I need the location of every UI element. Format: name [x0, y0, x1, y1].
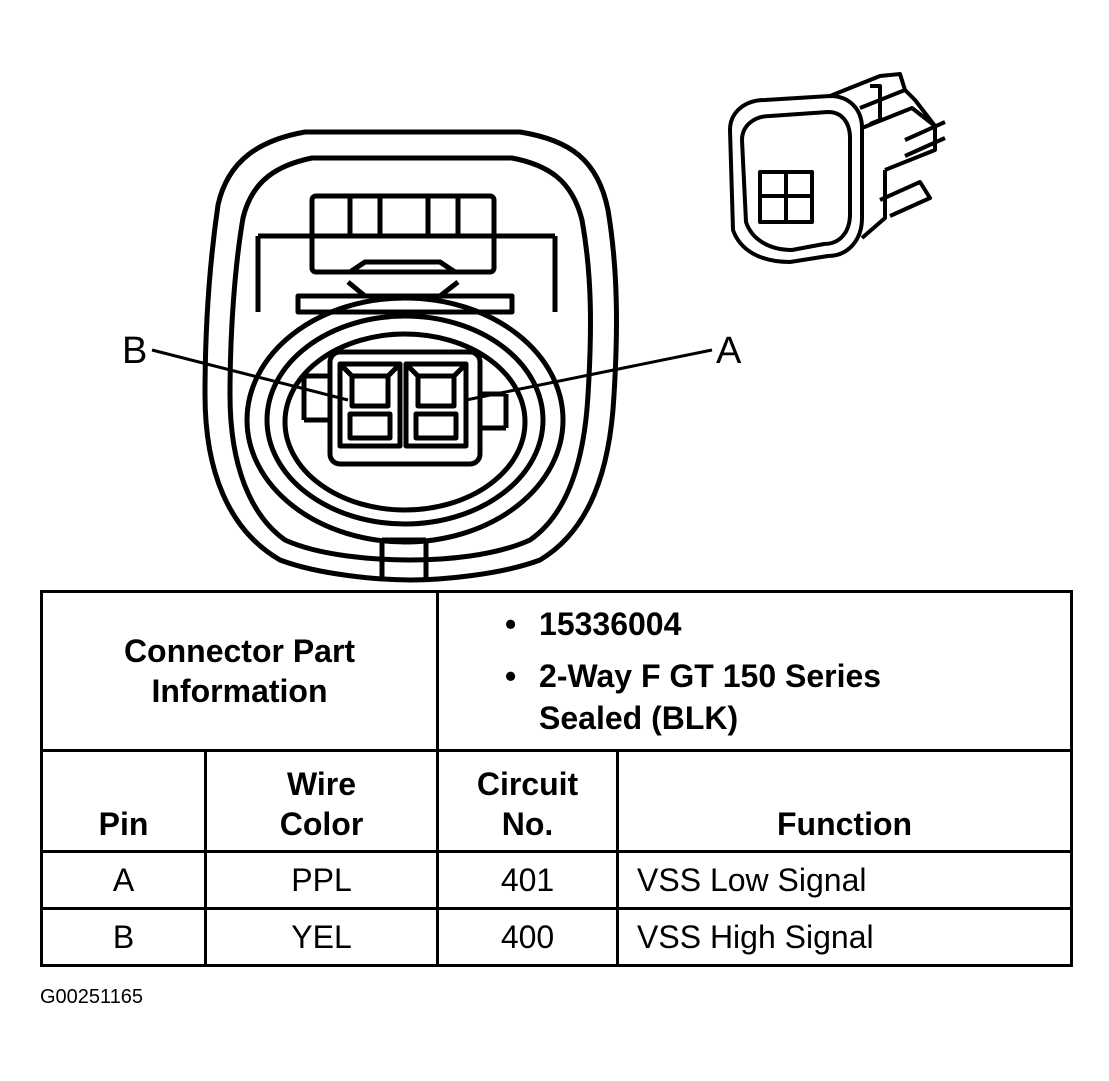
pin-cell: B: [40, 907, 207, 967]
description-line1: 2-Way F GT 150 Series: [539, 658, 882, 694]
pin-header: Pin: [40, 749, 207, 853]
function-header: Function: [616, 749, 1074, 853]
connector-part-details: • 15336004 • 2-Way F GT 150 Series Seale…: [436, 590, 1074, 752]
function-cell: VSS High Signal: [616, 907, 1074, 967]
description-line2: Sealed (BLK): [539, 700, 739, 736]
cavity-housing: [327, 349, 483, 467]
connector-face-diagram: [151, 72, 946, 583]
seal-ring-inner: [264, 313, 546, 527]
circuit-cell: 400: [436, 907, 620, 967]
circuit-cell: 401: [436, 850, 620, 910]
pin-a-cavity: [403, 361, 469, 449]
table-row: B YEL 400 VSS High Signal: [40, 907, 1074, 967]
pin-b-leader-line: [151, 348, 349, 402]
function-cell: VSS Low Signal: [616, 850, 1074, 910]
connector-isometric-view: [728, 72, 946, 264]
wire-color-cell: YEL: [203, 907, 440, 967]
connector-outer-shell: [202, 129, 619, 583]
connector-inner-shell: [227, 155, 593, 563]
part-number: 15336004: [539, 606, 682, 642]
pin-a-leader-line: [465, 348, 713, 402]
wire-color-cell: PPL: [203, 850, 440, 910]
part-info-row: Connector Part Information • 15336004 • …: [39, 590, 1074, 752]
header-row: Pin Wire Color Circuit No. Function: [40, 749, 1074, 853]
bullet: •: [505, 658, 517, 694]
circuit-number-header: Circuit No.: [436, 749, 620, 853]
connector-info-table: Connector Part Information • 15336004 • …: [39, 590, 1074, 967]
pin-cell: A: [40, 850, 207, 910]
part-number-item: • 15336004: [439, 603, 1070, 645]
connector-part-label: Connector Part Information: [39, 590, 440, 752]
pin-b-callout: B: [122, 330, 148, 372]
bullet: •: [505, 606, 517, 642]
pin-b-cavity: [337, 361, 403, 449]
description-item: • 2-Way F GT 150 Series Sealed (BLK): [439, 655, 1070, 739]
pin-a-callout: A: [716, 330, 742, 372]
wire-color-header: Wire Color: [203, 749, 440, 853]
figure-code: G00251165: [40, 986, 144, 1008]
table-row: A PPL 401 VSS Low Signal: [40, 850, 1074, 910]
